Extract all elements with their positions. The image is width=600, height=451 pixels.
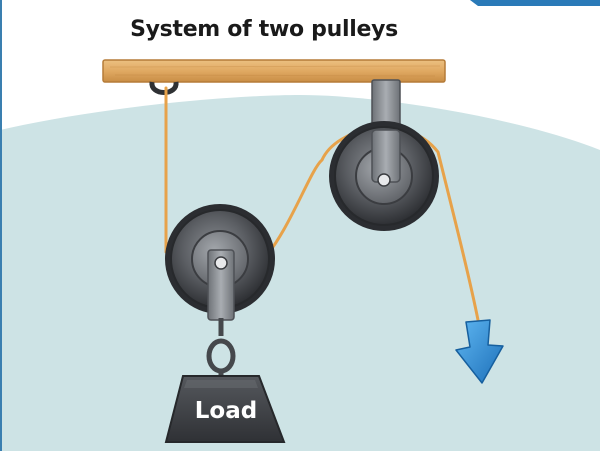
left-frame-edge — [0, 0, 2, 451]
beam-grain — [109, 65, 441, 68]
fixed-pulley — [329, 121, 439, 231]
movable-pulley — [165, 204, 275, 321]
diagram-title: System of two pulleys — [130, 17, 398, 42]
hook-icon — [206, 318, 236, 378]
arrow-down-icon — [455, 319, 504, 384]
top-right-accent — [470, 0, 600, 6]
sky-background — [0, 95, 600, 451]
load-label: Load — [194, 398, 258, 424]
beam-grain — [114, 74, 436, 77]
rope-anchor-icon — [149, 81, 179, 95]
load-block — [164, 375, 286, 443]
ceiling-beam — [102, 59, 446, 83]
